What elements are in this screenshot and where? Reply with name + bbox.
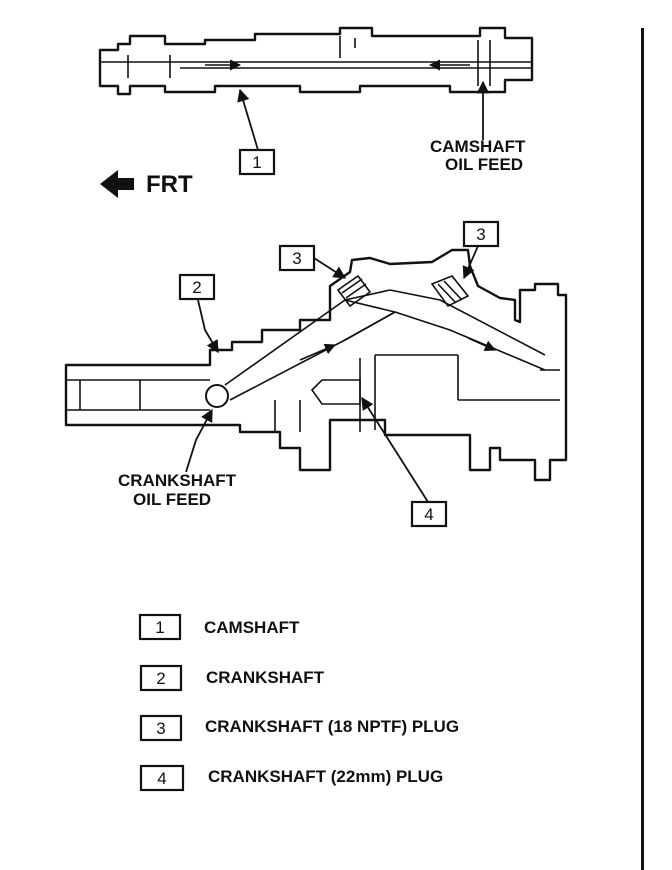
frt-label: FRT xyxy=(146,171,193,198)
callout-3a-number: 3 xyxy=(292,249,301,268)
legend-number-box xyxy=(139,664,183,692)
crankshaft-drawing xyxy=(64,248,568,482)
camshaft-oil-feed-label-line1: CAMSHAFT xyxy=(430,137,526,156)
legend-text: CRANKSHAFT (18 NPTF) PLUG xyxy=(205,717,459,736)
legend: 1 CAMSHAFT 2 CRANKSHAFT 3 CRANKSHAFT (18… xyxy=(138,613,459,792)
callout-3b-box xyxy=(462,220,500,248)
callout-2-box xyxy=(178,273,216,301)
crankshaft-oil-feed-leader xyxy=(185,408,213,473)
legend-text: CRANKSHAFT (22mm) PLUG xyxy=(208,767,443,786)
legend-text: CAMSHAFT xyxy=(204,618,300,637)
legend-number-box xyxy=(139,714,183,742)
legend-number-box xyxy=(139,764,185,792)
callout-3b-number: 3 xyxy=(476,225,485,244)
legend-number: 3 xyxy=(156,719,165,738)
callout-3b-leader xyxy=(462,245,479,280)
front-arrow-icon xyxy=(100,170,134,198)
callout-3a-box xyxy=(278,244,316,272)
crankshaft-oil-feed-label-line1: CRANKSHAFT xyxy=(118,471,237,490)
callout-1-box xyxy=(238,148,276,176)
callout-4-box xyxy=(410,500,448,528)
legend-number: 2 xyxy=(156,669,165,688)
crankshaft-oil-feed-label-line2: OIL FEED xyxy=(133,490,211,509)
page-edge-rule xyxy=(641,28,644,870)
legend-number: 1 xyxy=(155,618,164,637)
legend-item: 2 CRANKSHAFT xyxy=(139,664,325,692)
legend-item: 3 CRANKSHAFT (18 NPTF) PLUG xyxy=(139,714,459,742)
legend-number: 4 xyxy=(157,769,166,788)
legend-item: 1 CAMSHAFT xyxy=(138,613,300,641)
callout-2-leader xyxy=(197,299,219,354)
callout-3a-leader xyxy=(313,257,347,279)
callout-2-number: 2 xyxy=(192,278,201,297)
camshaft-oil-feed-label-line2: OIL FEED xyxy=(445,155,523,174)
callout-4-leader xyxy=(361,396,429,503)
callout-4-number: 4 xyxy=(424,505,433,524)
legend-number-box xyxy=(138,613,182,641)
legend-text: CRANKSHAFT xyxy=(206,668,325,687)
callout-1-leader xyxy=(237,88,259,151)
callout-1-number: 1 xyxy=(252,153,261,172)
legend-item: 4 CRANKSHAFT (22mm) PLUG xyxy=(139,764,443,792)
camshaft-drawing xyxy=(98,26,534,96)
